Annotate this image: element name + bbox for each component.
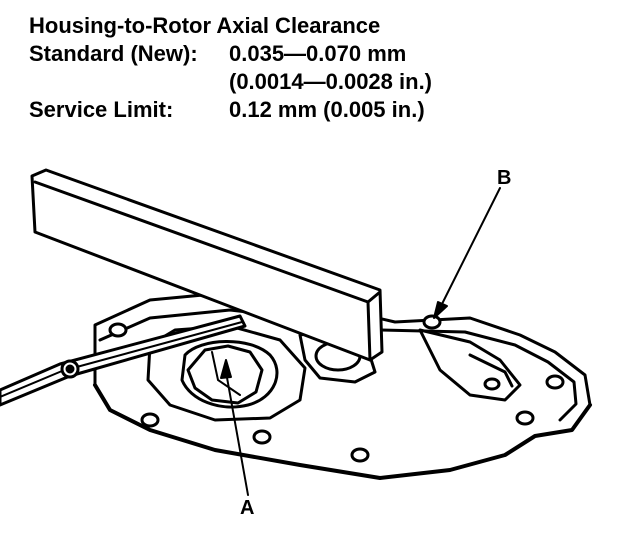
spec-title: Housing-to-Rotor Axial Clearance (29, 13, 381, 38)
leader-lines (220, 187, 501, 496)
standard-value-mm: 0.035—0.070 mm (229, 41, 407, 66)
service-limit-label: Service Limit: (29, 97, 174, 122)
callout-a: A (240, 497, 255, 519)
feeler-gauge (0, 314, 247, 407)
straight-edge (30, 168, 384, 362)
service-limit-value: 0.12 mm (0.005 in.) (229, 97, 425, 122)
standard-label: Standard (New): (29, 41, 198, 66)
callout-b: B (497, 167, 512, 189)
standard-value-in: (0.0014—0.0028 in.) (229, 69, 433, 94)
